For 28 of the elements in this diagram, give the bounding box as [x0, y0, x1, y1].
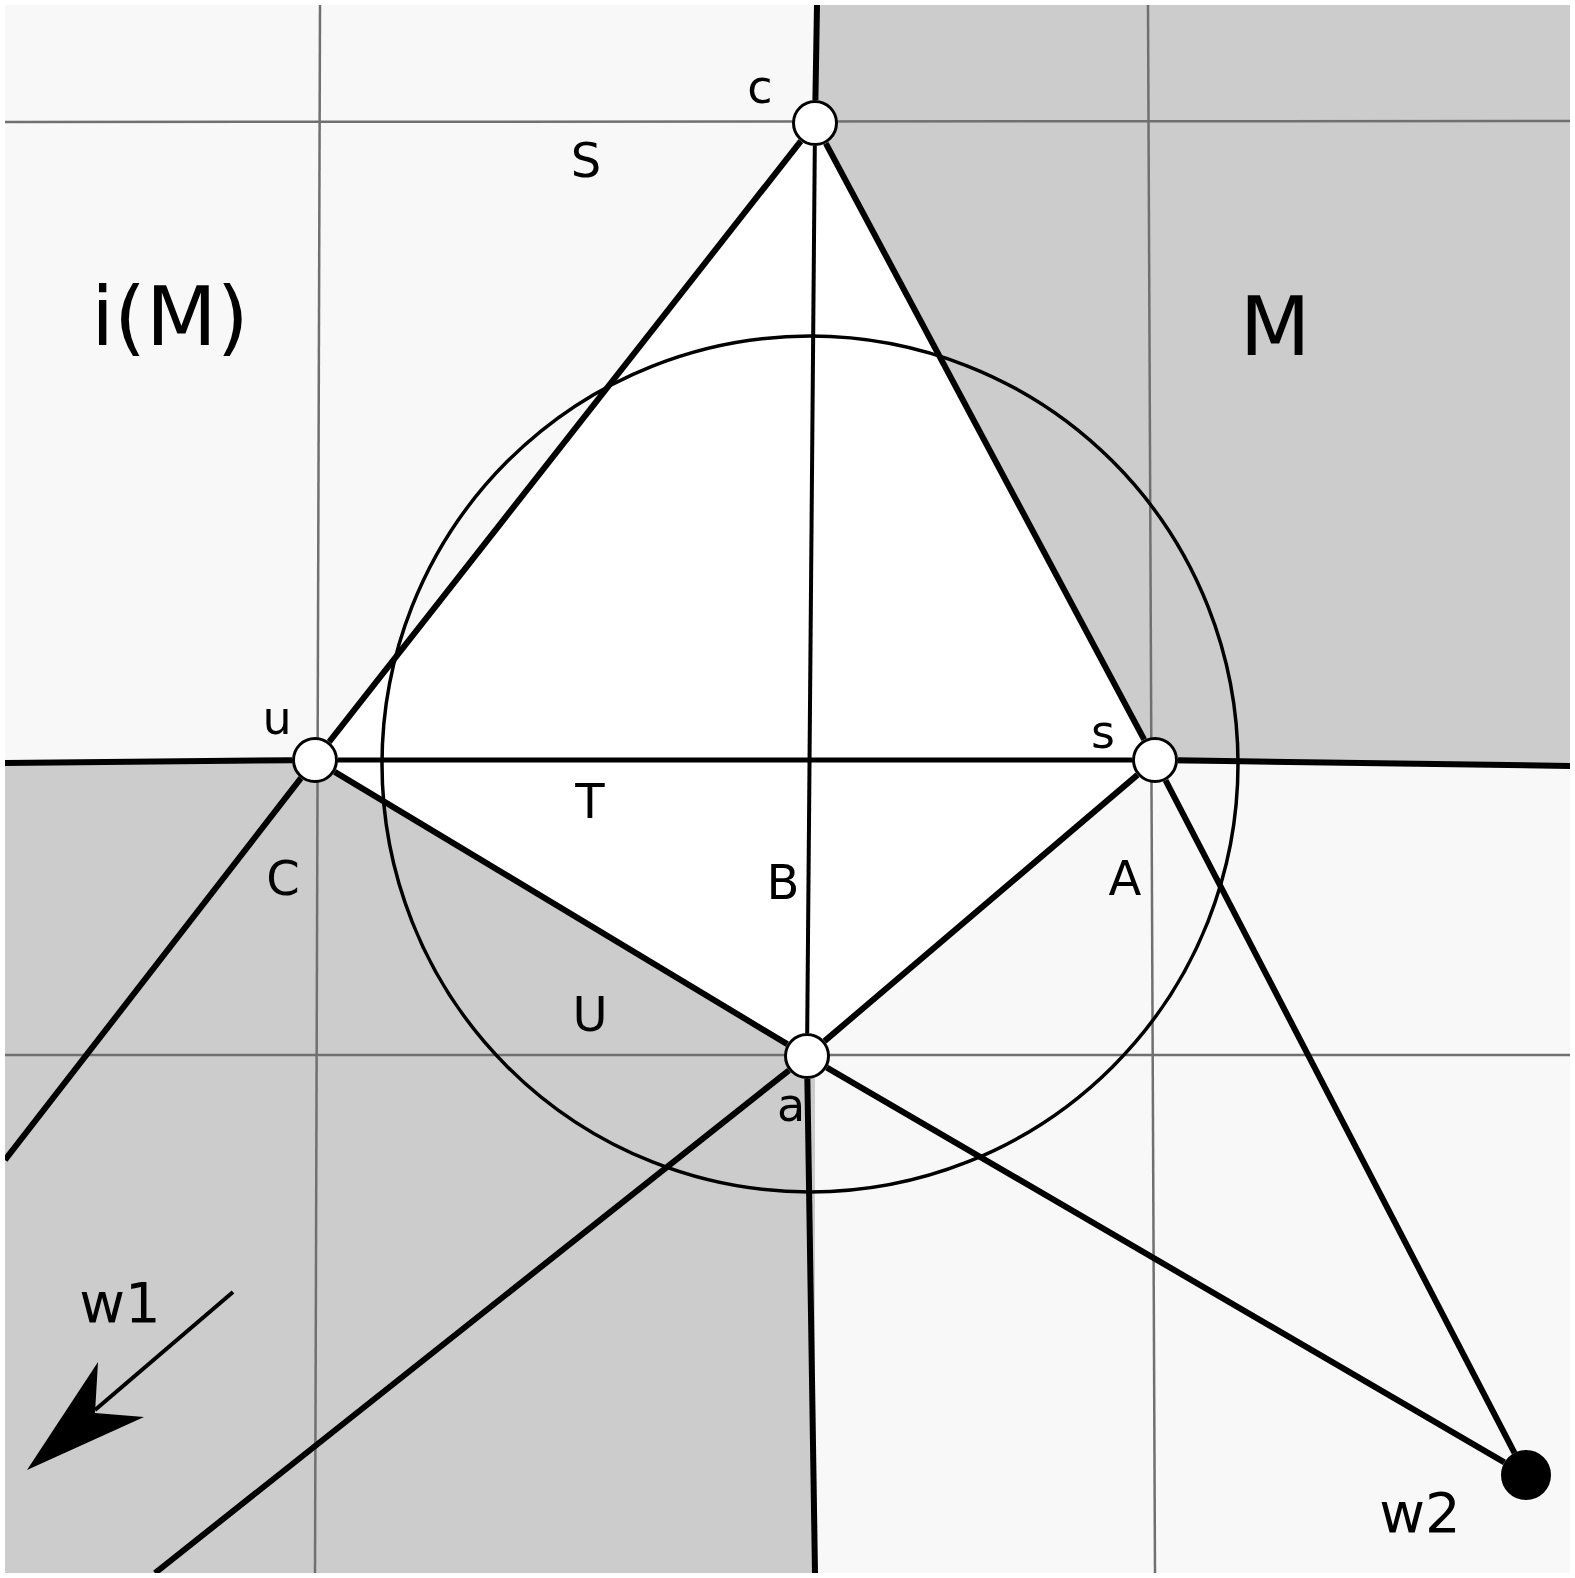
- region-label: S: [570, 136, 602, 184]
- line-segment: [822, 772, 1140, 1044]
- point-label: u: [262, 695, 292, 741]
- line-segment: [1162, 779, 1518, 1455]
- line-segment: [153, 1067, 791, 1573]
- vector-label: w1: [79, 1275, 161, 1331]
- region-label: B: [766, 858, 800, 906]
- region-label: i(M): [91, 276, 249, 358]
- region-label: C: [266, 854, 300, 902]
- line-segment: [812, 5, 820, 101]
- line-segment: [1177, 757, 1570, 769]
- region-label: M: [1239, 286, 1311, 368]
- line-segment: [804, 1078, 818, 1573]
- line-segment: [823, 141, 1147, 742]
- line-segment: [825, 1065, 1506, 1465]
- point-label: c: [747, 64, 773, 110]
- line-segment: [5, 757, 293, 766]
- region-label: U: [572, 990, 608, 1038]
- line-segment: [326, 139, 804, 744]
- line-segment: [338, 757, 1132, 763]
- point-label: s: [1091, 709, 1115, 755]
- point-label: w2: [1379, 1485, 1461, 1541]
- line-segment: [333, 769, 789, 1047]
- line-segment: [5, 776, 304, 1162]
- point-label: a: [776, 1082, 806, 1128]
- region-label: A: [1108, 854, 1142, 902]
- region-label: T: [575, 777, 605, 825]
- line-segment: [805, 146, 817, 1033]
